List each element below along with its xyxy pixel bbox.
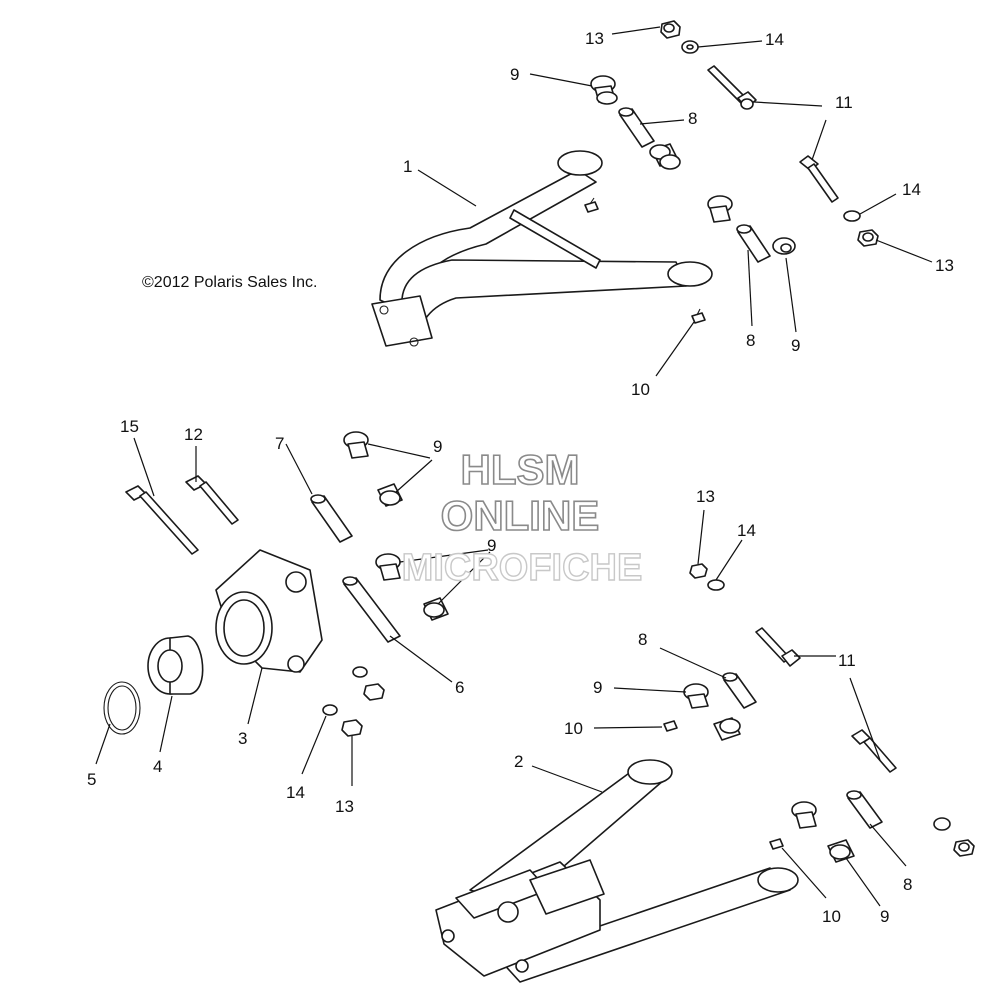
callout: 11 <box>838 651 856 670</box>
callout: 1 <box>403 157 412 176</box>
callout: 13 <box>585 29 604 48</box>
part-bolt-11b <box>799 155 839 203</box>
part-bushing-9d <box>772 237 796 255</box>
part-grease-fitting-10b <box>691 308 706 324</box>
part-grease-fitting-10c <box>663 720 678 732</box>
part-washer-mid <box>352 666 368 678</box>
leader-lines <box>95 26 933 907</box>
part-nut-low-right <box>953 839 975 857</box>
callout: 9 <box>510 65 519 84</box>
callout: 9 <box>487 536 496 555</box>
callout: 9 <box>433 437 442 456</box>
part-bolt-12 <box>185 475 239 525</box>
watermark-line2: ONLINE <box>441 492 600 539</box>
callout: 15 <box>120 417 139 436</box>
callout: 14 <box>286 783 305 802</box>
part-bushing-9e <box>343 431 369 459</box>
part-nut-right <box>857 229 879 247</box>
part-washer-top <box>681 40 699 54</box>
callout: 10 <box>822 907 841 926</box>
part-bearing <box>147 635 204 695</box>
part-sleeve-8c <box>722 672 757 709</box>
part-bushing-9j <box>713 717 741 741</box>
part-washer-right <box>843 210 861 222</box>
part-sleeve-6 <box>342 576 401 643</box>
watermark: HLSM ONLINE MICROFICHE <box>401 445 643 590</box>
part-bolt-11a <box>707 65 757 110</box>
callout: 12 <box>184 425 203 444</box>
part-nut-low <box>341 719 363 737</box>
callout: 8 <box>746 331 755 350</box>
part-bushing-9b <box>649 143 681 170</box>
callout: 14 <box>737 521 756 540</box>
callout: 14 <box>765 30 784 49</box>
part-sleeve-8b <box>736 224 771 263</box>
part-bushing-9k <box>791 801 817 829</box>
callout: 9 <box>880 907 889 926</box>
part-bushing-9a <box>590 75 618 105</box>
watermark-line1: HLSM <box>461 446 580 493</box>
watermark-line3: MICROFICHE <box>402 547 643 589</box>
copyright-text: ©2012 Polaris Sales Inc. <box>142 274 317 291</box>
part-nut-mid <box>363 683 385 701</box>
callout: 13 <box>935 256 954 275</box>
callout: 10 <box>564 719 583 738</box>
callout: 13 <box>696 487 715 506</box>
callout: 9 <box>791 336 800 355</box>
part-bolt-11c <box>755 627 801 667</box>
callout: 14 <box>902 180 921 199</box>
part-sleeve-7 <box>310 494 353 543</box>
part-bushing-9i <box>683 683 709 709</box>
callout: 11 <box>835 93 853 112</box>
callout: 8 <box>688 109 697 128</box>
part-sleeve-8d <box>846 790 883 829</box>
callout: 8 <box>638 630 647 649</box>
part-bolt-11d <box>851 729 897 773</box>
callout: 5 <box>87 770 96 789</box>
part-grease-fitting-10d <box>769 838 784 850</box>
callout: 7 <box>275 434 284 453</box>
part-nut-top <box>660 20 681 39</box>
part-washer-low-right <box>933 817 951 831</box>
callout: 3 <box>238 729 247 748</box>
part-nut-mid-right <box>689 563 708 579</box>
part-bushing-9h <box>423 597 449 621</box>
part-bushing-9l <box>827 839 855 863</box>
part-knuckle <box>215 549 323 673</box>
callout: 6 <box>455 678 464 697</box>
callout: 9 <box>593 678 602 697</box>
part-bolt-15 <box>125 485 199 555</box>
callout: 13 <box>335 797 354 816</box>
part-bushing-9g <box>375 553 401 581</box>
part-bushing-9f <box>377 483 403 507</box>
callout: 2 <box>514 752 523 771</box>
callout: 4 <box>153 757 162 776</box>
callout-labels: 13 14 9 11 8 1 14 13 8 9 10 15 12 7 9 9 … <box>87 29 954 926</box>
part-upper-a-arm <box>371 150 713 347</box>
part-sleeve-8a <box>618 107 655 148</box>
part-lower-a-arm <box>435 759 799 983</box>
callout: 10 <box>631 380 650 399</box>
part-washer-low <box>322 704 338 716</box>
part-washer-mid-right <box>707 579 725 591</box>
part-bushing-9c <box>707 195 733 223</box>
part-snap-ring <box>103 681 141 735</box>
callout: 8 <box>903 875 912 894</box>
part-grease-fitting-10a <box>584 197 599 213</box>
